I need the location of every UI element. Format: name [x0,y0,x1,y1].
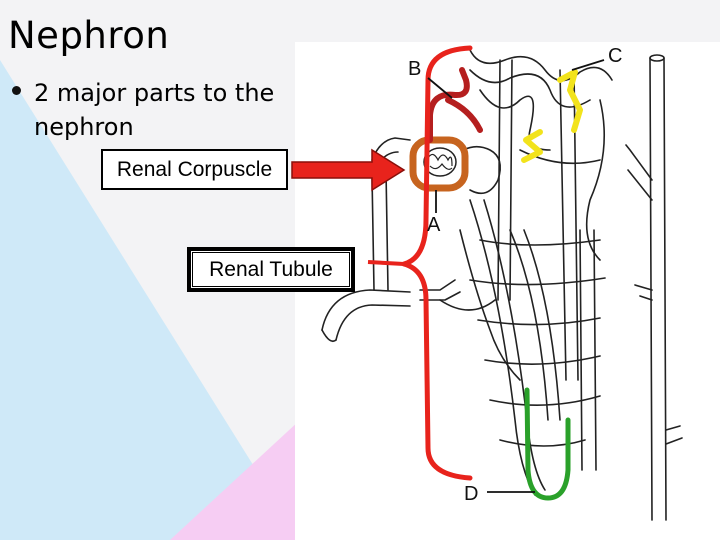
renal-corpuscle-glomerulus [409,136,469,192]
bullet-text: 2 major parts to the nephron [34,79,275,141]
blue-wedge-shape [0,60,300,540]
letter-d: D [464,483,478,505]
tubule-bracket-stub [367,260,405,266]
letter-a: A [427,214,441,236]
tubule-bracket [401,45,473,481]
renal-corpuscle-label: Renal Corpuscle [101,149,288,190]
letter-c: C [608,45,622,67]
leader-line-b [427,77,453,99]
bullet-dot-icon [12,86,21,95]
distal-tubule-yellow [557,69,583,133]
leader-line-c [571,59,605,71]
nephron-loop-green [524,387,571,501]
renal-tubule-label: Renal Tubule [187,247,355,292]
distal-tubule-yellow-lower [521,129,543,163]
slide-title: Nephron [8,14,170,57]
afferent-arteriole [427,67,470,143]
vessel-network [321,49,683,521]
arteriole-branch [445,97,483,133]
pink-wedge-shape [170,420,300,540]
letter-b: B [408,58,421,80]
corpuscle-arrow [291,148,406,192]
